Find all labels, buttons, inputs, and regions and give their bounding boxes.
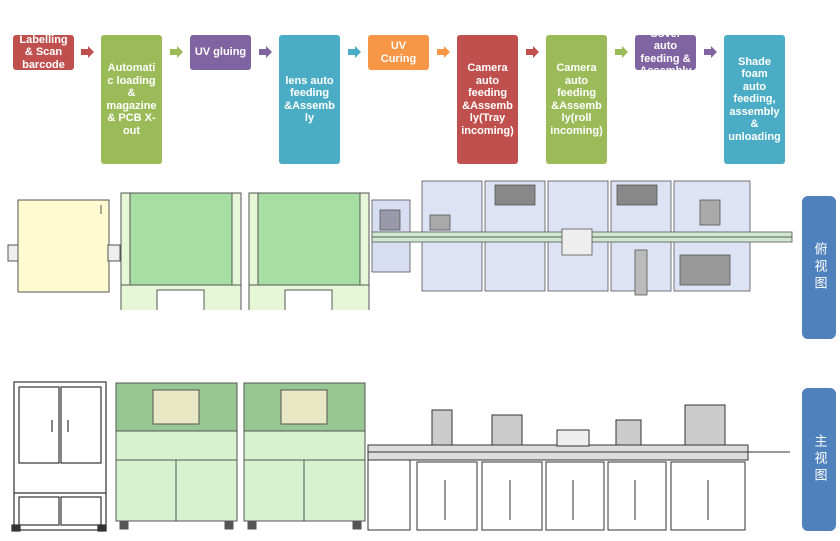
flow-arrow-icon	[526, 46, 539, 58]
step-camera-roll: Camera auto feeding &Assemb ly(roll inco…	[546, 35, 607, 164]
front-view-label: 主视图	[802, 388, 836, 531]
step-lens-auto-feeding: lens auto feeding &Assemb ly	[279, 35, 340, 164]
top-view-label: 俯视图	[802, 196, 836, 339]
step-camera-tray: Camera auto feeding &Assemb ly(Tray inco…	[457, 35, 518, 164]
flow-arrow-icon	[259, 46, 272, 58]
assembly-line-top	[371, 180, 793, 296]
step-uv-gluing: UV gluing	[190, 35, 251, 70]
flow-arrow-icon	[348, 46, 361, 58]
labelling-machine-top	[7, 199, 121, 293]
flow-arrow-icon	[704, 46, 717, 58]
loading-machine-top	[120, 192, 242, 310]
top-view-drawing	[7, 180, 793, 310]
flow-arrow-icon	[81, 46, 94, 58]
flow-arrow-icon	[437, 46, 450, 58]
uv-gluing-machine-top	[248, 192, 370, 310]
flow-arrow-icon	[170, 46, 183, 58]
step-shade-foam: Shade foam auto feeding, assembly & unlo…	[724, 35, 785, 164]
step-labelling-scan-barcode: Labelling & Scan barcode	[13, 35, 74, 70]
flow-arrow-icon	[615, 46, 628, 58]
front-view-drawing	[11, 381, 790, 532]
loading-machine-front	[115, 382, 238, 530]
uv-gluing-machine-front	[243, 382, 366, 530]
step-automatic-loading: Automati c loading & magazine & PCB X- o…	[101, 35, 162, 164]
assembly-line-front	[367, 404, 790, 531]
labelling-machine-front	[11, 381, 107, 532]
step-uv-curing: UV Curing	[368, 35, 429, 70]
